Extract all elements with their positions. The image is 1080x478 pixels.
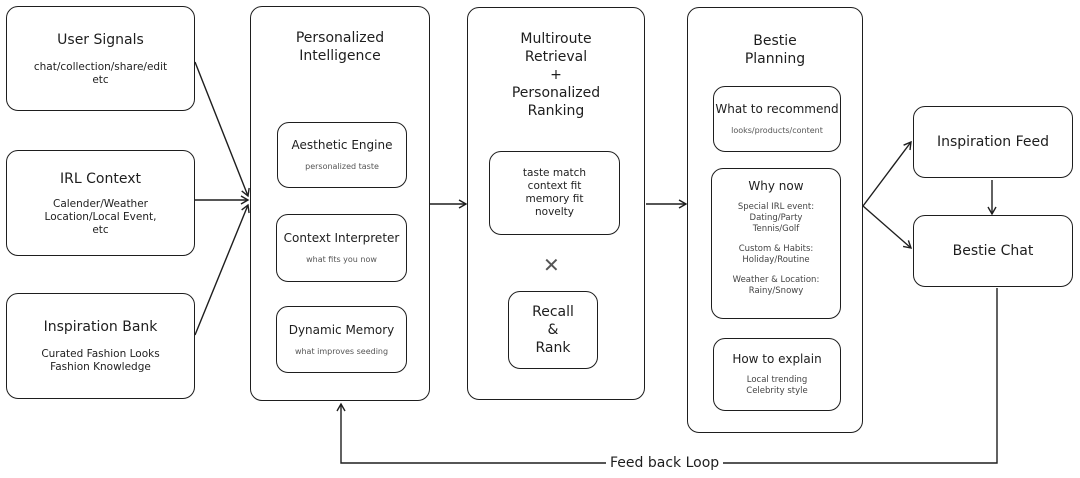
why-line: Dating/Party xyxy=(749,213,803,223)
criterion: context fit xyxy=(527,180,582,192)
why-line: Tennis/Golf xyxy=(752,224,800,234)
cross-icon: ✕ xyxy=(543,253,560,277)
what-to-recommend-title: What to recommend xyxy=(715,102,839,116)
user-signals-line: chat/collection/share/edit xyxy=(33,60,168,73)
dynamic-memory-box: Dynamic Memory what improves seeding xyxy=(276,306,407,373)
aesthetic-engine-box: Aesthetic Engine personalized taste xyxy=(277,122,407,188)
irl-context-line: Location/Local Event, xyxy=(44,210,157,223)
title-line: Personalized xyxy=(511,85,601,101)
title-line: Intelligence xyxy=(299,48,381,64)
recall-line: Rank xyxy=(535,340,571,356)
title-line: Retrieval xyxy=(524,49,588,65)
recall-rank-box: Recall & Rank xyxy=(508,291,598,369)
bestie-planning-title: Bestie Planning xyxy=(745,32,805,68)
bestie-chat-box: Bestie Chat xyxy=(913,215,1073,287)
what-to-recommend-subtitle: looks/products/content xyxy=(731,126,823,135)
inspiration-bank-line: Curated Fashion Looks xyxy=(41,348,160,360)
inspiration-feed-title: Inspiration Feed xyxy=(936,134,1050,150)
title-line: Planning xyxy=(744,51,806,67)
irl-context-title: IRL Context xyxy=(60,170,141,187)
inspiration-bank-title: Inspiration Bank xyxy=(43,319,158,335)
title-line: Personalized xyxy=(295,30,385,46)
arrow-inspiration-bank xyxy=(194,203,250,336)
arrow-planning-to-feed xyxy=(862,140,912,207)
why-now-group: Weather & Location: Rainy/Snowy xyxy=(733,275,820,297)
why-line: Rainy/Snowy xyxy=(748,286,804,296)
arrow-planning-to-chat xyxy=(862,205,913,249)
why-line: Holiday/Routine xyxy=(742,255,810,265)
criterion: taste match xyxy=(522,167,587,179)
how-to-explain-line: Celebrity style xyxy=(746,386,808,396)
retrieval-title: Multiroute Retrieval + Personalized Rank… xyxy=(512,30,600,120)
dynamic-memory-subtitle: what improves seeding xyxy=(294,346,389,356)
irl-context-box: IRL Context Calender/Weather Location/Lo… xyxy=(6,150,195,256)
inspiration-bank-box: Inspiration Bank Curated Fashion Looks F… xyxy=(6,293,195,399)
ranking-criteria-box: taste match context fit memory fit novel… xyxy=(489,151,620,235)
inspiration-feed-box: Inspiration Feed xyxy=(913,106,1073,178)
recall-line: Recall xyxy=(532,304,574,320)
dynamic-memory-title: Dynamic Memory xyxy=(288,322,395,337)
title-line: Ranking xyxy=(527,103,585,119)
arrow-user-signals xyxy=(194,61,250,198)
irl-context-line: Calender/Weather xyxy=(53,197,148,210)
how-to-explain-line: Local trending xyxy=(746,375,808,385)
feedback-loop-label: Feed back Loop xyxy=(606,454,724,472)
user-signals-box: User Signals chat/collection/share/edit … xyxy=(6,6,195,111)
how-to-explain-title: How to explain xyxy=(732,352,822,366)
context-interpreter-title: Context Interpreter xyxy=(283,231,400,245)
user-signals-title: User Signals xyxy=(57,31,144,48)
user-signals-line: etc xyxy=(92,73,109,86)
title-line: Multiroute xyxy=(520,31,592,47)
recall-line: & xyxy=(547,322,559,338)
aesthetic-engine-subtitle: personalized taste xyxy=(305,162,379,171)
bestie-chat-title: Bestie Chat xyxy=(952,243,1034,259)
why-now-title: Why now xyxy=(748,179,804,193)
title-line: + xyxy=(550,67,562,83)
inspiration-bank-line: Fashion Knowledge xyxy=(50,361,151,373)
feedback-loop-line xyxy=(336,288,998,464)
title-line: Bestie xyxy=(753,33,797,49)
why-now-group: Special IRL event: Dating/Party Tennis/G… xyxy=(738,202,814,235)
how-to-explain-box: How to explain Local trending Celebrity … xyxy=(713,338,841,411)
irl-context-line: etc xyxy=(92,223,109,236)
criterion: novelty xyxy=(534,206,574,218)
why-line: Special IRL event: xyxy=(737,202,815,212)
why-line: Custom & Habits: xyxy=(738,244,814,254)
criterion: memory fit xyxy=(525,193,584,205)
why-now-group: Custom & Habits: Holiday/Routine xyxy=(739,244,814,266)
personalized-intelligence-title: Personalized Intelligence xyxy=(296,29,384,65)
why-now-box: Why now Special IRL event: Dating/Party … xyxy=(711,168,841,319)
aesthetic-engine-title: Aesthetic Engine xyxy=(291,138,393,152)
context-interpreter-box: Context Interpreter what fits you now xyxy=(276,214,407,282)
why-line: Weather & Location: xyxy=(732,275,820,285)
context-interpreter-subtitle: what fits you now xyxy=(306,255,377,264)
what-to-recommend-box: What to recommend looks/products/content xyxy=(713,86,841,152)
